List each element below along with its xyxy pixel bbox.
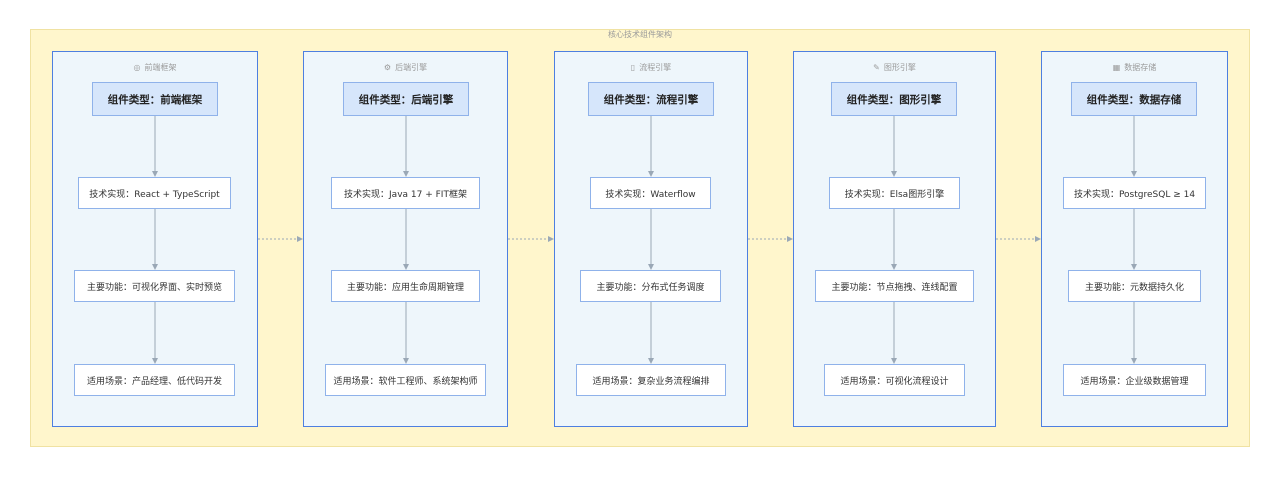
- func-node-workflow: 主要功能：分布式任务调度: [580, 270, 721, 302]
- type-node-frontend: 组件类型：前端框架: [92, 82, 218, 116]
- column-backend-title: ⚙后端引擎: [303, 62, 508, 74]
- impl-node-frontend: 技术实现：React + TypeScript: [78, 177, 231, 209]
- scene-node-storage: 适用场景：企业级数据管理: [1063, 364, 1206, 396]
- func-node-frontend: 主要功能：可视化界面、实时预览: [74, 270, 235, 302]
- type-node-graphics: 组件类型：图形引擎: [831, 82, 957, 116]
- scene-node-frontend: 适用场景：产品经理、低代码开发: [74, 364, 235, 396]
- column-graphics-label: 图形引擎: [883, 63, 916, 72]
- func-node-backend: 主要功能：应用生命周期管理: [331, 270, 480, 302]
- database-icon: ▦: [1112, 63, 1121, 72]
- scene-node-workflow: 适用场景：复杂业务流程编排: [576, 364, 726, 396]
- column-graphics-title: ✎图形引擎: [793, 62, 996, 74]
- impl-node-backend: 技术实现：Java 17 + FIT框架: [331, 177, 480, 209]
- impl-node-storage: 技术实现：PostgreSQL ≥ 14: [1063, 177, 1206, 209]
- gear-icon: ⚙: [383, 63, 392, 72]
- column-frontend-title: ◎前端框架: [52, 62, 258, 74]
- impl-node-workflow: 技术实现：Waterflow: [590, 177, 711, 209]
- clipboard-icon: ▯: [630, 63, 636, 72]
- column-backend-label: 后端引擎: [395, 63, 428, 72]
- impl-node-graphics: 技术实现：Elsa图形引擎: [829, 177, 960, 209]
- type-node-workflow: 组件类型：流程引擎: [588, 82, 714, 116]
- type-node-storage: 组件类型：数据存储: [1071, 82, 1197, 116]
- diagram-title: 核心技术组件架构: [608, 30, 672, 39]
- scene-node-graphics: 适用场景：可视化流程设计: [824, 364, 965, 396]
- palette-icon: ◎: [133, 63, 141, 72]
- scene-node-backend: 适用场景：软件工程师、系统架构师: [325, 364, 486, 396]
- column-storage-label: 数据存储: [1124, 63, 1157, 72]
- column-storage-title: ▦数据存储: [1041, 62, 1228, 74]
- type-node-backend: 组件类型：后端引擎: [343, 82, 469, 116]
- func-node-graphics: 主要功能：节点拖拽、连线配置: [815, 270, 974, 302]
- column-workflow-label: 流程引擎: [639, 63, 672, 72]
- func-node-storage: 主要功能：元数据持久化: [1068, 270, 1201, 302]
- column-frontend-label: 前端框架: [144, 63, 177, 72]
- pencil-icon: ✎: [873, 63, 880, 72]
- column-workflow-title: ▯流程引擎: [554, 62, 748, 74]
